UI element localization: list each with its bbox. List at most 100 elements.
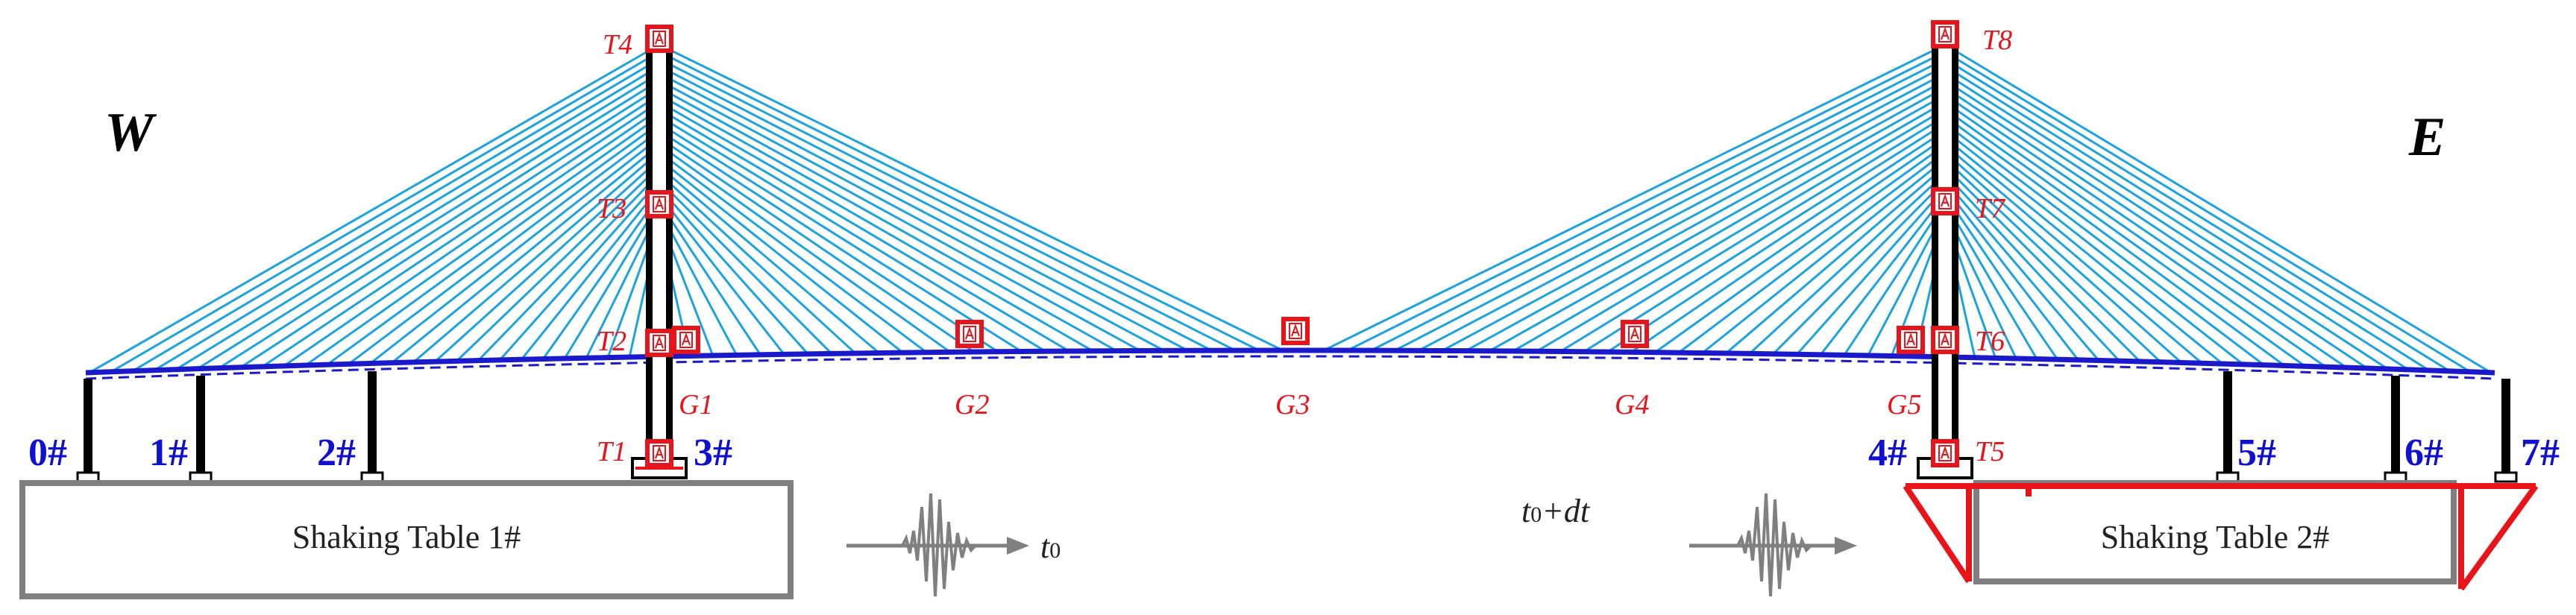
stay-cable [1944, 108, 2306, 368]
stay-cable [659, 79, 1165, 352]
stay-cable [1944, 93, 2348, 369]
pier-label-6: 6# [2404, 432, 2443, 474]
stay-cable [658, 180, 833, 355]
sensor-t8-box [1931, 20, 1959, 48]
sensor-label-t8: T8 [1982, 25, 2012, 56]
stay-cable [1465, 86, 1946, 352]
stay-cable [659, 136, 975, 353]
stay-cable [1748, 172, 1947, 355]
stay-cable [1347, 51, 1946, 352]
stay-cable [326, 122, 660, 366]
stay-cable [261, 101, 660, 368]
stay-cable [1944, 122, 2265, 366]
stay-cable [1677, 151, 1946, 354]
stay-cable [659, 122, 1022, 353]
table2-support-frame [1903, 483, 2539, 591]
pier-label-4: 4# [1868, 432, 1907, 474]
stay-cable [348, 130, 660, 365]
stay-cable [283, 108, 660, 368]
stay-cable [1944, 101, 2327, 368]
stay-cable [1606, 129, 1946, 353]
west-label: W [104, 102, 157, 163]
stay-cable [1944, 130, 2244, 365]
pier-2 [360, 371, 384, 483]
stay-cable [1394, 65, 1946, 352]
stay-cable [1489, 93, 1946, 353]
stay-cable [412, 151, 660, 364]
stay-cable [154, 65, 660, 371]
shaking-table-2 [1973, 480, 2457, 584]
stay-cable [563, 201, 661, 359]
stay-cable [658, 201, 761, 356]
stay-cable [132, 57, 660, 372]
sensor-t4-box [645, 25, 673, 53]
sensor-t5-box [1931, 439, 1959, 467]
stay-cable [659, 57, 1236, 352]
stay-cable [1370, 57, 1946, 352]
stay-cable [369, 136, 660, 365]
stay-cable [658, 187, 809, 355]
sensor-label-t6: T6 [1975, 326, 2005, 357]
sensor-t7-box [1931, 187, 1959, 215]
stay-cable [1944, 72, 2410, 371]
stay-cable [1944, 86, 2368, 370]
stay-cable [1944, 57, 2451, 373]
stay-cable [1843, 201, 1947, 356]
sensor-label-g2: G2 [955, 389, 989, 420]
stay-cable [1944, 201, 2038, 360]
deck-girder [85, 347, 2495, 376]
stay-cable [1441, 79, 1946, 352]
pier-label-1: 1# [149, 432, 188, 474]
east-label: E [2408, 107, 2445, 168]
stay-cable [1418, 72, 1946, 352]
time-label-t0-dt: t0+dt [1521, 493, 1591, 529]
stay-cable [1944, 115, 2286, 367]
stay-cable [1323, 43, 1946, 352]
stay-cable [659, 72, 1189, 352]
pier-label-2: 2# [317, 432, 356, 474]
input-wave-2 [1689, 493, 1857, 597]
stay-cable [1944, 43, 2492, 374]
stay-cable [239, 93, 660, 369]
stay-cable [658, 194, 785, 356]
input-wave-1 [846, 493, 1029, 597]
stay-cable [1559, 115, 1946, 353]
stay-cable [175, 72, 660, 370]
sensor-t3-box [645, 190, 673, 218]
stay-cable [499, 180, 661, 361]
stay-cable [477, 172, 661, 362]
stay-cable [1944, 79, 2389, 370]
stay-cable [1512, 101, 1946, 353]
pier-0 [76, 379, 100, 483]
stay-cable [1944, 165, 2141, 362]
pier-label-3: 3# [694, 432, 732, 474]
deck-girder-bottom [85, 355, 2495, 380]
sensor-label-g5: G5 [1887, 389, 1921, 420]
stay-cable [1654, 144, 1946, 353]
sensor-label-g1: G1 [679, 389, 713, 420]
table2-label: Shaking Table 2# [2101, 519, 2330, 555]
sensor-g2-box [955, 320, 984, 348]
stay-cable [1944, 136, 2224, 365]
sensor-label-t7: T7 [1975, 193, 2006, 224]
sensor-t1-box [645, 439, 673, 467]
pier-6 [2384, 376, 2407, 483]
stay-cable [1536, 108, 1946, 353]
stay-cable [1819, 194, 1947, 356]
stay-cable [659, 158, 904, 354]
sensor-label-t5: T5 [1975, 436, 2005, 467]
stay-cable [521, 187, 661, 361]
stay-cable [1796, 187, 1947, 356]
sensor-g3-box [1281, 317, 1310, 345]
stay-cable [1944, 144, 2203, 365]
pier-1 [189, 376, 213, 483]
stay-cable [391, 144, 660, 364]
accelerometer-sensors [645, 20, 1959, 467]
stay-cable [1944, 172, 2120, 362]
sensor-g5-box [1897, 326, 1925, 354]
sensor-g1-box [672, 326, 700, 354]
stay-cable [1944, 51, 2472, 373]
pier-label-7: 7# [2521, 432, 2560, 474]
sensor-label-t4: T4 [603, 29, 632, 60]
